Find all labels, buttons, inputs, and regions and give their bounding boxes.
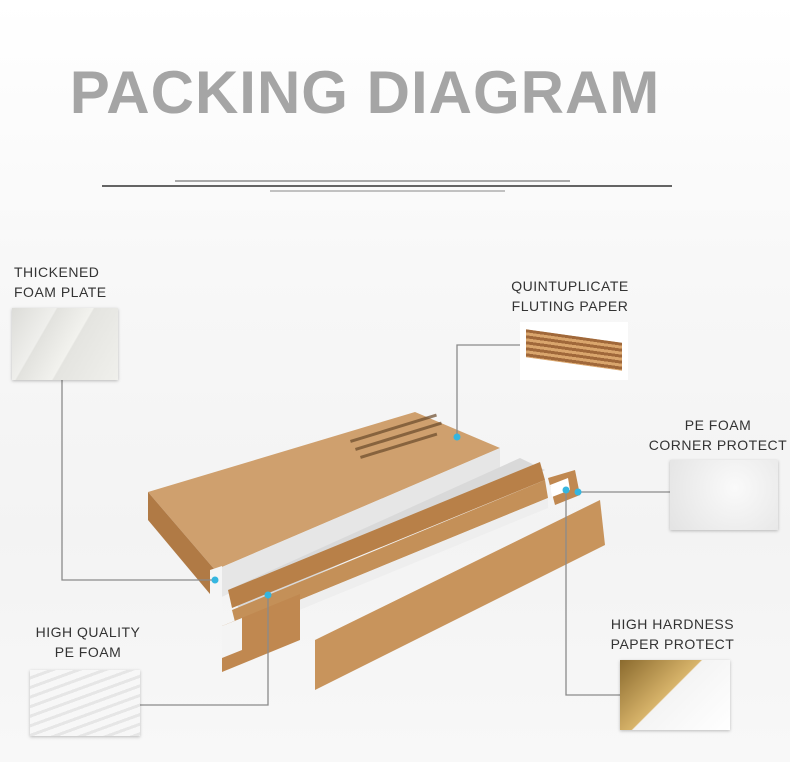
label-line: QUINTUPLICATE [511,278,629,294]
leader-lines [61,344,670,706]
label-line: PE FOAM [684,417,752,433]
paper-protect-photo [620,660,730,730]
label-line: CORNER PROTECT [648,437,788,453]
label-line: FLUTING PAPER [511,298,629,314]
label-line: HIGH HARDNESS [610,616,735,632]
label-line: THICKENED [14,264,100,280]
callout-dots [211,433,582,599]
corner-protect-photo [670,460,778,530]
label-corner: PE FOAM CORNER PROTECT [646,415,790,455]
foam-plate-photo [12,308,118,380]
label-pe-foam: HIGH QUALITY PE FOAM [28,622,148,662]
label-fluting: QUINTUPLICATE FLUTING PAPER [500,276,640,316]
fluting-paper-photo [520,322,628,380]
title-underline [102,180,672,192]
page-title: PACKING DIAGRAM [69,59,661,126]
label-line: HIGH QUALITY [35,624,141,640]
label-line: FOAM PLATE [14,284,107,300]
kraft-box [148,412,605,690]
label-line: PE FOAM [54,644,122,660]
pe-foam-photo [30,670,140,736]
label-hardness: HIGH HARDNESS PAPER PROTECT [600,614,745,654]
label-foam-plate: THICKENED FOAM PLATE [14,262,107,302]
label-line: PAPER PROTECT [610,636,735,652]
